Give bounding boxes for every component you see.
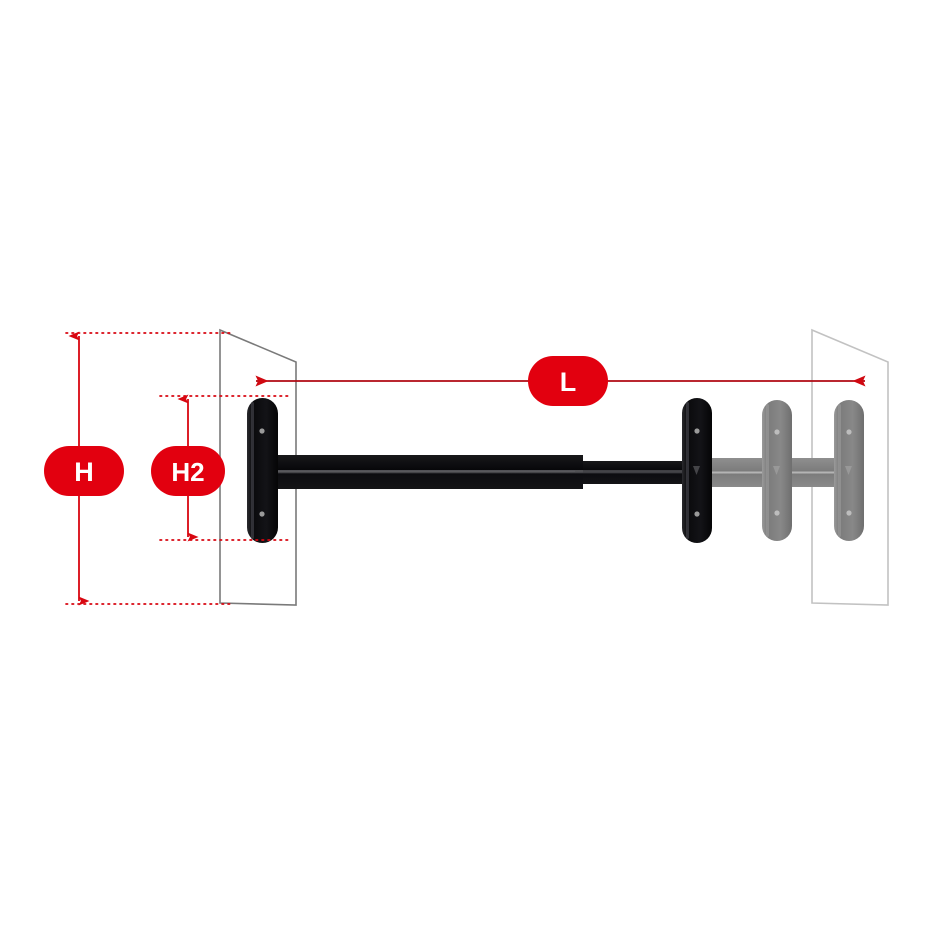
h-badge-label: H bbox=[74, 457, 94, 487]
screw-hole-icon bbox=[774, 510, 780, 516]
h2-badge-label: H2 bbox=[171, 457, 204, 487]
bar-tube-group bbox=[258, 455, 700, 489]
screw-hole-icon bbox=[259, 428, 265, 434]
right-reference-plane bbox=[811, 328, 889, 606]
ghost-extension-group bbox=[690, 400, 864, 541]
h-badge bbox=[44, 446, 124, 496]
dimension-h2: H2 bbox=[151, 394, 291, 542]
reference-planes bbox=[219, 328, 889, 606]
tube-inner-section bbox=[575, 461, 700, 484]
product-assembly bbox=[247, 398, 864, 543]
screw-hole-icon bbox=[694, 511, 700, 517]
screw-hole-icon bbox=[259, 511, 265, 517]
dimension-h: H bbox=[44, 331, 233, 606]
left-reference-plane bbox=[219, 328, 297, 606]
screw-hole-icon bbox=[846, 429, 852, 435]
screw-hole-icon bbox=[846, 510, 852, 516]
l-badge-label: L bbox=[560, 367, 577, 397]
plate-ghost-middle bbox=[762, 400, 792, 541]
tube-highlight bbox=[258, 470, 583, 473]
l-badge bbox=[528, 356, 608, 406]
h2-badge bbox=[151, 446, 225, 496]
screw-hole-icon bbox=[694, 428, 700, 434]
screw-hole-icon bbox=[774, 429, 780, 435]
dimension-l: L bbox=[255, 356, 866, 406]
plate-right-front bbox=[682, 398, 712, 543]
tube-inner-highlight bbox=[575, 470, 700, 472]
plate-ghost-right bbox=[834, 400, 864, 541]
plate-left-front bbox=[247, 398, 278, 543]
